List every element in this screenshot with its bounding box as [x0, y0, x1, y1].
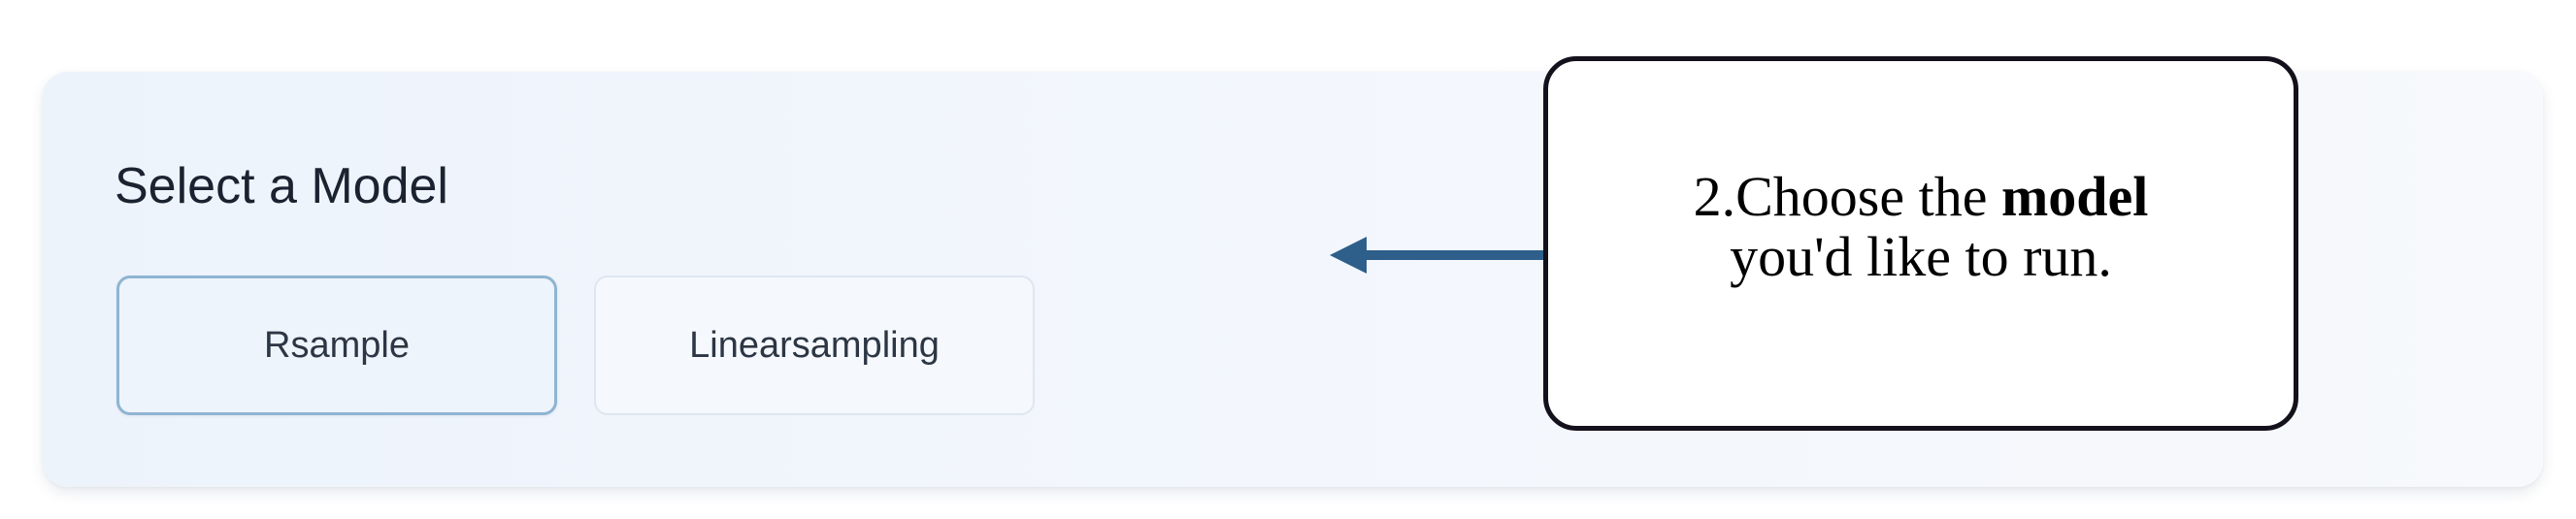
annotation-line1-prefix: 2.Choose the — [1693, 165, 2001, 228]
model-option-rsample[interactable]: Rsample — [116, 276, 557, 415]
model-option-label: Linearsampling — [689, 324, 940, 366]
annotation-line2: you'd like to run. — [1730, 225, 2112, 288]
model-option-linearsampling[interactable]: Linearsampling — [594, 276, 1035, 415]
annotation-callout: 2.Choose the model you'd like to run. — [1543, 56, 2298, 431]
model-option-label: Rsample — [264, 324, 410, 366]
annotation-text: 2.Choose the model you'd like to run. — [1694, 167, 2149, 287]
pointer-arrow-icon — [1330, 237, 1545, 274]
panel-title: Select a Model — [115, 158, 448, 214]
annotation-bold-word: model — [2000, 165, 2149, 228]
